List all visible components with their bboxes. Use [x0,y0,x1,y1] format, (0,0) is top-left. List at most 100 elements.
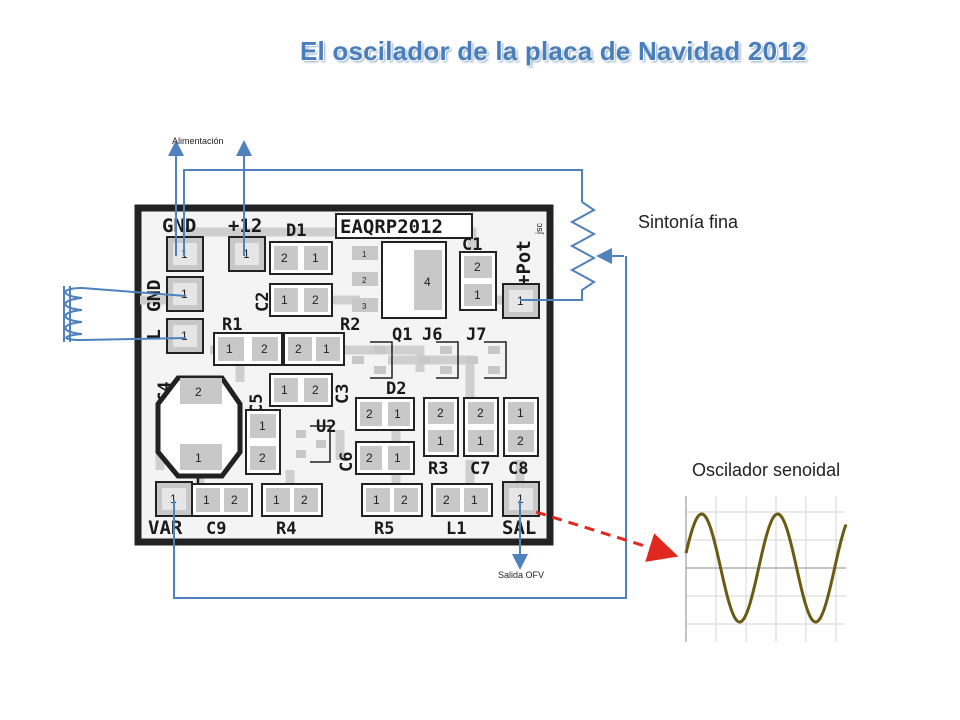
silk-r1: R1 [222,315,242,335]
silk-c9: C9 [206,519,226,539]
silk-c7: C7 [470,459,490,479]
svg-text:3: 3 [362,302,367,311]
silk-r4: R4 [276,519,296,539]
silk-c3: C3 [333,384,353,404]
component-c4: 2 1 [155,375,243,479]
svg-text:2: 2 [312,293,319,307]
board-name-box [335,213,473,239]
silk-l1: L1 [446,519,466,539]
component-c1: 21 [459,251,497,311]
svg-text:1: 1 [181,287,188,301]
svg-text:1: 1 [312,251,319,265]
silk-gnd-top: GND [162,215,196,237]
component-c5: 12 [245,409,281,475]
silk-c5: C5 [247,394,267,414]
svg-text:2: 2 [366,451,373,465]
silk-c1: C1 [462,235,482,255]
svg-text:1: 1 [181,329,188,343]
svg-text:1: 1 [394,451,401,465]
svg-text:2: 2 [312,383,319,397]
svg-text:1: 1 [259,419,266,433]
svg-text:1: 1 [517,406,524,420]
wiring [63,140,627,599]
silk-plus-pot: +Pot [513,240,535,286]
silk-r3: R3 [428,459,448,479]
component-c7: 21 [463,397,499,457]
silk-gnd-side: GND [144,279,165,312]
silk-r2: R2 [340,315,360,335]
svg-text:1: 1 [273,493,280,507]
silk-c6: C6 [337,452,357,472]
svg-text:2: 2 [259,451,266,465]
svg-text:1: 1 [323,342,330,356]
svg-text:2: 2 [474,260,481,274]
svg-text:1: 1 [362,250,367,259]
svg-text:2: 2 [517,434,524,448]
board-name: EAQRP2012 [340,216,443,238]
svg-text:1: 1 [281,383,288,397]
svg-text:2: 2 [295,342,302,356]
page-title: El oscilador de la placa de Navidad 2012 [300,36,807,66]
svg-text:2: 2 [195,385,202,399]
sine-wave [684,512,848,624]
silk-d1: D1 [286,221,306,241]
silk-j7: J7 [466,325,486,345]
component-u1: 4 1 2 3 [352,241,447,319]
svg-text:2: 2 [362,276,367,285]
component-r3: 21 [423,397,459,457]
silk-d2: D2 [386,379,406,399]
svg-text:1: 1 [477,434,484,448]
label-sintonia-fina: Sintonía fina [638,212,739,232]
label-salida-ofv: Salida OFV [498,570,544,580]
svg-text:2: 2 [301,493,308,507]
svg-text:1: 1 [281,293,288,307]
silk-l: L [144,329,165,340]
svg-text:4: 4 [424,275,431,289]
silk-q1: Q1 [392,325,412,345]
connector-coil-l: 1 [166,318,204,354]
svg-text:1: 1 [437,434,444,448]
silk-r5: R5 [374,519,394,539]
silk-c8: C8 [508,459,528,479]
silk-j6: J6 [422,325,442,345]
sine-scope [684,496,848,642]
silk-u2: U2 [316,417,336,437]
svg-text:1: 1 [195,451,202,465]
silk-plus12: +12 [228,215,262,237]
svg-text:1: 1 [394,407,401,421]
svg-text:2: 2 [231,493,238,507]
svg-text:1: 1 [226,342,233,356]
svg-text:2: 2 [261,342,268,356]
small-transistors [296,346,500,458]
svg-text:2: 2 [437,406,444,420]
board-signature: jsc [534,223,544,235]
svg-text:1: 1 [243,247,250,261]
svg-text:1: 1 [471,493,478,507]
silk-var: VAR [148,517,183,539]
signal-arrow [535,510,679,562]
connector-plus12: 1 [228,236,266,272]
transistor-outlines [310,341,507,463]
svg-text:2: 2 [366,407,373,421]
svg-text:2: 2 [281,251,288,265]
svg-text:2: 2 [443,493,450,507]
svg-text:1: 1 [203,493,210,507]
label-oscilador-senoidal: Oscilador senoidal [692,460,841,480]
svg-text:1: 1 [170,492,177,506]
component-c8: 12 [503,397,539,457]
svg-text:1: 1 [373,493,380,507]
silk-c2: C2 [253,292,273,312]
svg-text:1: 1 [517,492,524,506]
